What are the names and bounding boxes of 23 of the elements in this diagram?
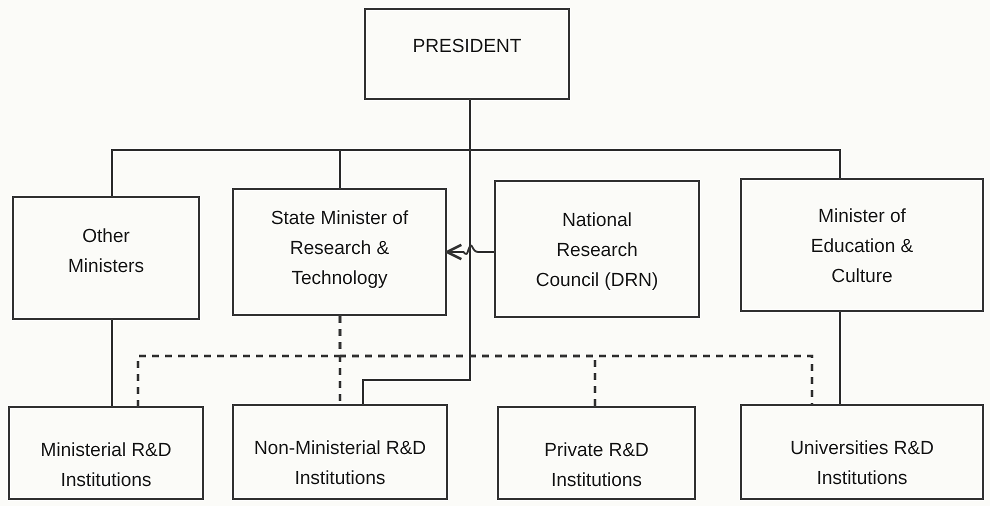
connector-line (111, 320, 113, 406)
org-box (12, 196, 200, 320)
org-box (8, 406, 204, 500)
org-box (740, 178, 984, 312)
connector-line (839, 312, 841, 404)
connector-line (446, 243, 494, 261)
connector-line (362, 100, 471, 404)
box-label: Non-Ministerial R&D Institutions (252, 437, 428, 491)
box-label: Other Ministers (66, 225, 145, 279)
org-box (740, 404, 984, 500)
box-label: Minister of Education & Culture (810, 205, 914, 289)
org-box (364, 8, 570, 100)
box-label: Universities R&D Institutions (790, 437, 934, 491)
org-box (497, 406, 696, 500)
box-label: State Minister of Research & Technology (270, 207, 410, 291)
dashed-connector (338, 316, 814, 404)
box-label: Private R&D Institutions (543, 439, 650, 493)
org-box (232, 404, 448, 500)
box-label: PRESIDENT (412, 35, 522, 59)
org-box (494, 180, 700, 318)
org-box (232, 188, 447, 316)
box-label: Ministerial R&D Institutions (40, 439, 172, 493)
box-label: National Research Council (DRN) (534, 209, 660, 293)
